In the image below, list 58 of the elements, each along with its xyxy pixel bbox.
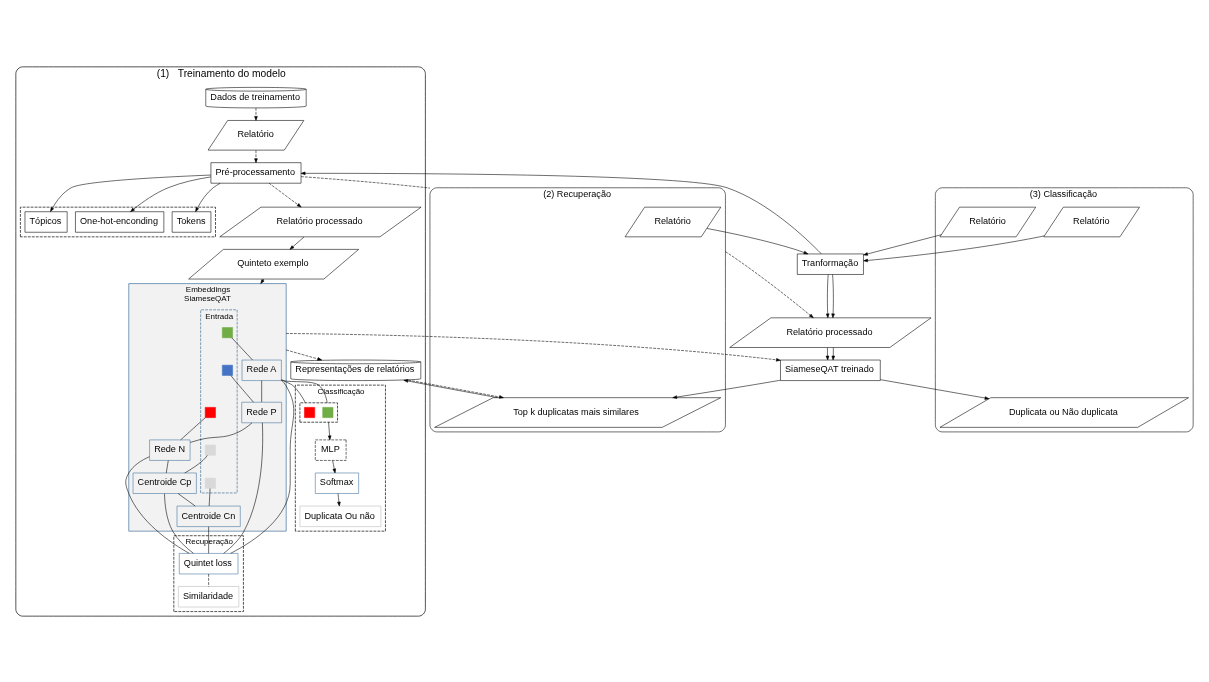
arrow bbox=[863, 235, 1045, 262]
node-box: Tokens bbox=[171, 210, 212, 233]
node-box: One-hot-enconding bbox=[75, 210, 165, 233]
node-box: Centroide Cn bbox=[176, 505, 241, 527]
node-box: Rede P bbox=[241, 401, 282, 423]
connector bbox=[164, 492, 194, 554]
arrow bbox=[130, 176, 211, 212]
node-box: SiameseQAT treinado bbox=[780, 359, 881, 381]
arrow bbox=[337, 492, 341, 506]
node-box: Duplicata Ou não bbox=[299, 505, 382, 527]
arrow bbox=[254, 107, 258, 121]
arrow bbox=[195, 182, 221, 212]
node-box: Pré-processamento bbox=[210, 161, 302, 183]
connector bbox=[281, 379, 328, 403]
node-box bbox=[304, 406, 315, 418]
arrow bbox=[403, 378, 498, 398]
arrow bbox=[332, 459, 336, 473]
arrow bbox=[672, 379, 781, 399]
node-box: Tópicos bbox=[24, 210, 68, 233]
arrow bbox=[260, 278, 265, 284]
arrow bbox=[863, 233, 942, 256]
node-box bbox=[222, 364, 233, 376]
node-box bbox=[322, 406, 334, 418]
node-box: Quintet loss bbox=[178, 552, 239, 574]
node-box bbox=[222, 326, 233, 338]
arrow bbox=[825, 346, 830, 360]
node-box: Rede N bbox=[149, 439, 191, 461]
arrow bbox=[50, 174, 212, 212]
arrow bbox=[831, 273, 835, 318]
arrow bbox=[408, 379, 504, 399]
arrow bbox=[289, 236, 305, 250]
arrow bbox=[254, 149, 258, 163]
arrow bbox=[285, 332, 781, 361]
node-box bbox=[204, 477, 216, 489]
cluster bbox=[299, 402, 338, 423]
node-box bbox=[204, 444, 216, 456]
arrow bbox=[831, 346, 835, 360]
arrow bbox=[268, 182, 302, 207]
arrow bbox=[706, 227, 809, 254]
node-box: Tranformação bbox=[797, 253, 864, 275]
connector bbox=[230, 379, 295, 554]
node-box bbox=[204, 406, 216, 418]
node-box: Centroide Cp bbox=[132, 472, 197, 494]
node-box: Softmax bbox=[315, 472, 359, 494]
arrow bbox=[880, 378, 990, 400]
connector bbox=[208, 525, 209, 554]
node-box: Rede A bbox=[241, 359, 282, 381]
connector bbox=[125, 455, 190, 554]
arrow bbox=[300, 171, 822, 254]
arrow bbox=[285, 349, 322, 361]
arrow bbox=[327, 421, 332, 440]
arrow bbox=[725, 250, 814, 318]
node-box: MLP bbox=[315, 439, 347, 461]
connector bbox=[189, 422, 253, 443]
node-box: Similaridade bbox=[178, 585, 240, 607]
connector bbox=[281, 379, 306, 403]
connector bbox=[300, 175, 431, 188]
arrow bbox=[826, 273, 830, 318]
